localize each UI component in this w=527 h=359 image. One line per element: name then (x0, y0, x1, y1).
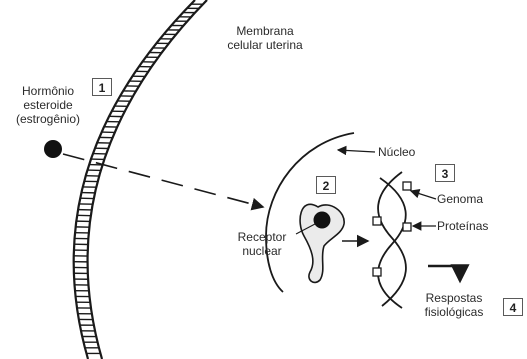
nucleus-label: Núcleo (378, 145, 415, 159)
membrane-label: Membrana celular uterina (205, 24, 325, 52)
dna-strand-a (378, 178, 406, 308)
genome-label-arrow (411, 191, 436, 199)
hormone-label-sub: (estrogênio) (6, 112, 90, 126)
hormone-label-line2: esteroide (6, 98, 90, 112)
genome-label: Genoma (437, 192, 483, 206)
step-1-badge: 1 (92, 78, 112, 96)
responses-label-line1: Respostas (410, 291, 498, 305)
receptor-label-line2: nuclear (226, 244, 298, 258)
membrane-label-line2: celular uterina (205, 38, 325, 52)
membrane-lipid-rungs (74, 4, 203, 353)
receptor-label: Receptor nuclear (226, 230, 298, 258)
hormone-label-line1: Hormônio (6, 84, 90, 98)
receptor-label-line1: Receptor (226, 230, 298, 244)
nucleus-label-arrow (338, 150, 375, 152)
protein-marker (403, 182, 411, 190)
protein-marker (373, 268, 381, 276)
membrane-outer-line (74, 0, 195, 359)
dna-strand-b (378, 172, 406, 306)
responses-label-line2: fisiológicas (410, 305, 498, 319)
bound-hormone-molecule (314, 212, 331, 229)
proteins-label: Proteínas (437, 219, 488, 233)
protein-marker (403, 223, 411, 231)
step-4-badge: 4 (503, 298, 523, 316)
hormone-molecule (44, 140, 62, 158)
responses-label: Respostas fisiológicas (410, 291, 498, 319)
step-3-badge: 3 (435, 164, 455, 182)
protein-marker (373, 217, 381, 225)
responses-arrow (428, 266, 460, 281)
step-2-badge: 2 (316, 176, 336, 194)
membrane-label-line1: Membrana (205, 24, 325, 38)
hormone-label: Hormônio esteroide (estrogênio) (6, 84, 90, 126)
